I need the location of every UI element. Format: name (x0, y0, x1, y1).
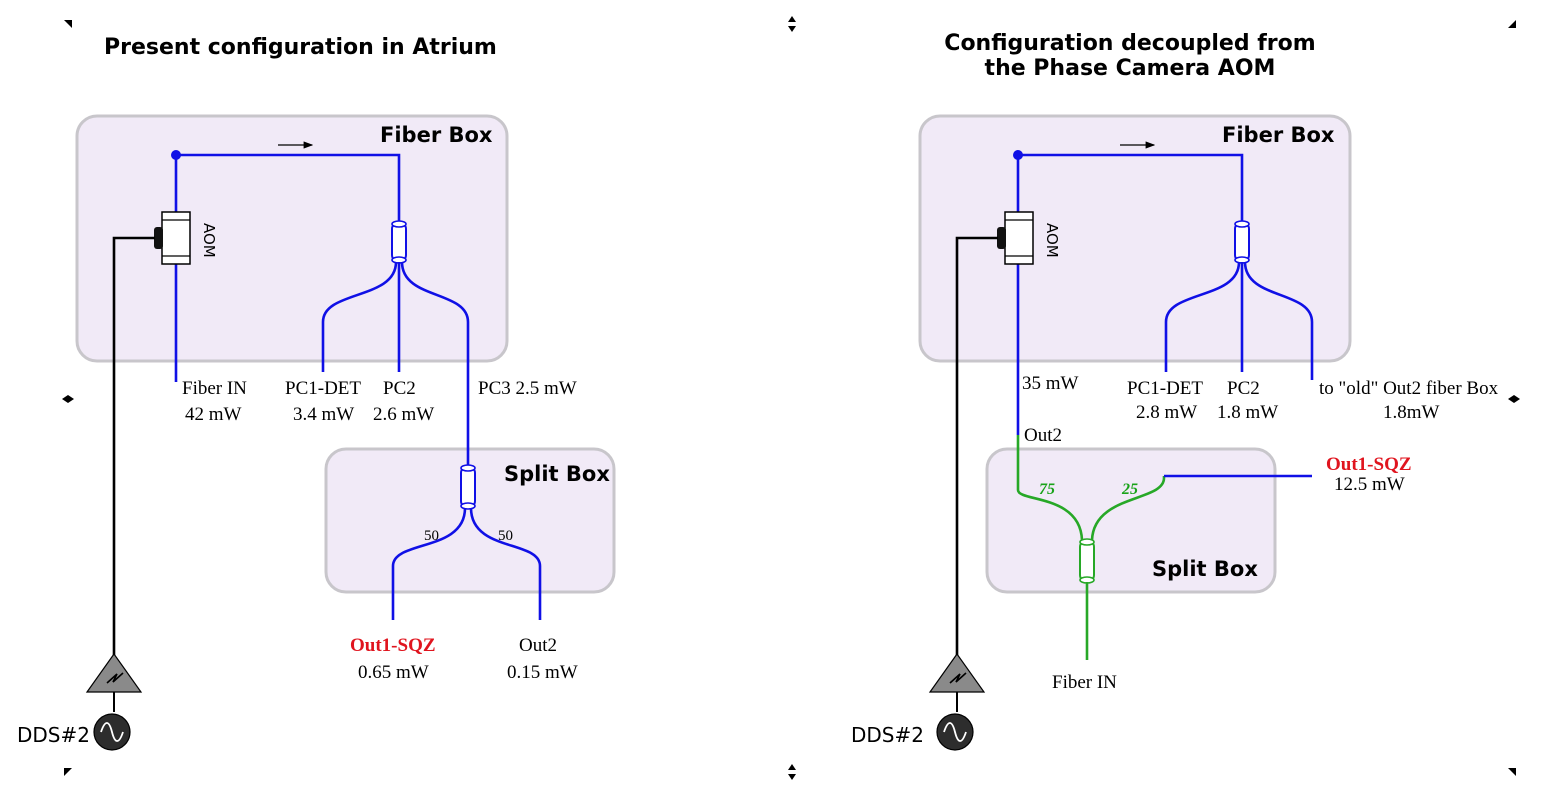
right-aom-power: 35 mW (1022, 373, 1079, 394)
right-split-box-label: Split Box (1152, 557, 1258, 581)
left-split-ratio-left: 50 (424, 528, 439, 544)
right-fiber-junction (1013, 150, 1023, 160)
resize-handle-s-icon[interactable] (788, 764, 796, 780)
left-aom (154, 211, 191, 265)
left-panel: Present configuration in Atrium Fiber Bo… (17, 35, 616, 751)
left-out2-fiber (469, 507, 542, 620)
left-amplifier-icon (85, 652, 143, 693)
left-out2-power: 0.15 mW (507, 662, 578, 683)
right-pc1-power: 2.8 mW (1136, 402, 1197, 423)
right-dds-label: DDS#2 (851, 723, 924, 747)
right-out1-power: 12.5 mW (1334, 474, 1405, 495)
resize-handle-nw-icon[interactable] (64, 20, 72, 28)
right-old-out2-power: 1.8mW (1383, 402, 1440, 423)
right-aom-label: AOM (1043, 223, 1061, 258)
right-pc1-fiber (1164, 261, 1241, 372)
left-split-ratio-right: 50 (498, 528, 513, 544)
right-old-out2-fiber (1243, 261, 1314, 380)
right-pc2-label: PC2 (1227, 378, 1260, 399)
left-pc1-label: PC1-DET (285, 378, 361, 399)
right-fiber-in-label: Fiber IN (1052, 672, 1117, 693)
left-out2-label: Out2 (519, 635, 557, 656)
resize-handle-w-icon[interactable] (62, 395, 74, 403)
left-pc1-fiber (321, 261, 398, 372)
left-title: Present configuration in Atrium (104, 35, 497, 60)
right-amplifier-icon (928, 652, 986, 693)
resize-handle-n-icon[interactable] (788, 16, 796, 32)
right-title-line2: the Phase Camera AOM (985, 56, 1276, 81)
resize-handle-sw-icon[interactable] (64, 768, 72, 776)
left-split-coupler (460, 464, 476, 510)
resize-handle-ne-icon[interactable] (1508, 20, 1516, 28)
left-input-fiber (174, 153, 401, 382)
left-out1-fiber (391, 507, 467, 620)
left-split-box-label: Split Box (504, 462, 610, 486)
right-dds-source-icon (936, 713, 974, 751)
left-pc1-power: 3.4 mW (293, 404, 354, 425)
right-pc1-label: PC1-DET (1127, 378, 1203, 399)
right-fiber-box-label: Fiber Box (1222, 123, 1335, 147)
right-old-out2-label: to "old" Out2 fiber Box (1319, 378, 1499, 399)
right-aom-fiber (1016, 153, 1244, 435)
right-split-coupler (1079, 538, 1095, 584)
left-dds-label: DDS#2 (17, 723, 90, 747)
right-split-75-fiber (1016, 435, 1084, 541)
right-panel: Configuration decoupled from the Phase C… (851, 31, 1499, 751)
left-rf-cable (112, 236, 155, 660)
left-aom-label: AOM (200, 223, 218, 258)
left-fiber-in-power: 42 mW (185, 404, 242, 425)
resize-handle-se-icon[interactable] (1508, 768, 1516, 776)
right-out1-label: Out1-SQZ (1326, 454, 1412, 475)
right-pc2-power: 1.8 mW (1217, 402, 1278, 423)
right-aom (997, 211, 1034, 265)
left-fiber-junction (171, 150, 181, 160)
right-split-box (985, 447, 1277, 594)
resize-handle-e-icon[interactable] (1508, 395, 1520, 403)
right-title-line1: Configuration decoupled from (944, 31, 1315, 56)
left-fiber-box-label: Fiber Box (380, 123, 493, 147)
left-out1-label: Out1-SQZ (350, 635, 436, 656)
left-pc3-fiber (400, 261, 470, 466)
selection-handles[interactable] (62, 16, 1520, 780)
left-pc2-label: PC2 (383, 378, 416, 399)
left-pc2-power: 2.6 mW (373, 404, 434, 425)
left-fiber-in-label: Fiber IN (182, 378, 247, 399)
left-pc3-label: PC3 2.5 mW (478, 378, 577, 399)
right-split-25-fiber (1090, 476, 1166, 541)
right-out2-label: Out2 (1024, 425, 1062, 446)
left-out1-power: 0.65 mW (358, 662, 429, 683)
right-split-ratio-right: 25 (1121, 481, 1138, 498)
left-pc-coupler (391, 220, 407, 264)
right-pc-coupler (1234, 220, 1250, 264)
right-rf-cable (955, 236, 998, 660)
left-dds-source-icon (93, 713, 131, 751)
right-split-ratio-left: 75 (1039, 481, 1055, 498)
